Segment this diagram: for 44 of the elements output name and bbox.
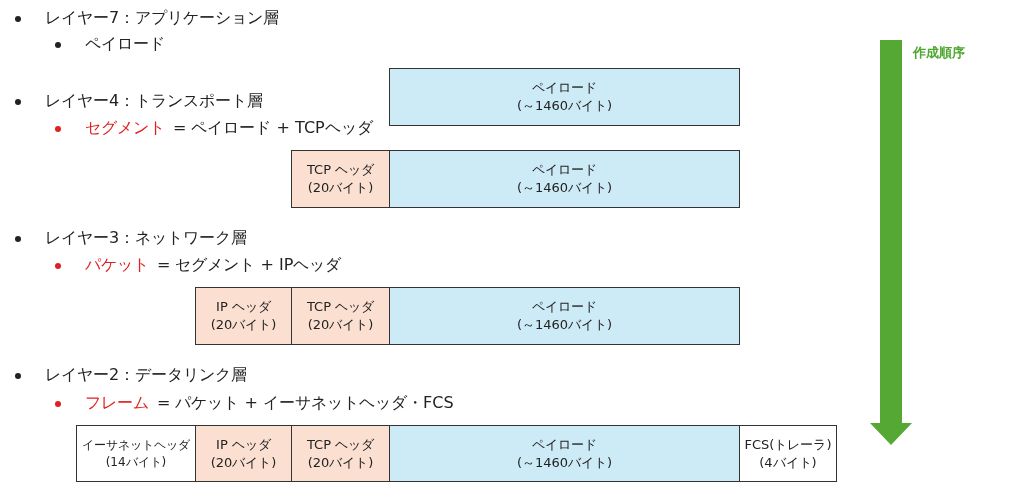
field-text: TCP ヘッダ bbox=[306, 161, 375, 179]
bullet-text: レイヤー4：トランスポート層 bbox=[45, 91, 264, 112]
field-text: (～1460バイト) bbox=[516, 97, 613, 115]
field-box bbox=[291, 425, 390, 482]
field-box bbox=[739, 425, 837, 482]
field-text: (4バイト) bbox=[759, 453, 817, 472]
field-box bbox=[291, 150, 390, 208]
term-text: セグメント bbox=[85, 118, 165, 139]
field-text: (20バイト) bbox=[307, 316, 374, 334]
field-text: ペイロード bbox=[532, 79, 597, 97]
field-text: TCP ヘッダ bbox=[306, 435, 375, 454]
field-text: IP ヘッダ bbox=[216, 435, 271, 454]
field-box bbox=[76, 425, 196, 482]
bullet-text: レイヤー3：ネットワーク層 bbox=[45, 228, 248, 249]
field-text: (～1460バイト) bbox=[516, 316, 613, 334]
field-text: FCS(トレーラ) bbox=[744, 435, 832, 454]
field-text: ペイロード bbox=[532, 298, 597, 316]
term-text: フレーム bbox=[85, 393, 149, 414]
field-box bbox=[291, 287, 390, 345]
field-text: IP ヘッダ bbox=[216, 298, 271, 316]
field-box bbox=[195, 287, 292, 345]
definition-text: = セグメント + IPヘッダ bbox=[157, 255, 342, 276]
field-text: (20バイト) bbox=[307, 453, 374, 472]
field-box bbox=[389, 68, 740, 126]
bullet-text: レイヤー7：アプリケーション層 bbox=[45, 8, 280, 29]
field-box bbox=[389, 287, 740, 345]
order-note: 作成順序 bbox=[913, 44, 965, 62]
field-box bbox=[195, 425, 292, 482]
definition-text: = パケット + イーサネットヘッダ・FCS bbox=[157, 393, 454, 414]
term-text: パケット bbox=[85, 255, 149, 276]
bullet-text: レイヤー2：データリンク層 bbox=[45, 365, 248, 386]
field-text: (20バイト) bbox=[210, 453, 277, 472]
field-text: (～1460バイト) bbox=[516, 453, 613, 472]
field-box bbox=[389, 150, 740, 208]
bullet-text: ペイロード bbox=[85, 34, 165, 55]
definition-text: = ペイロード + TCPヘッダ bbox=[173, 118, 373, 139]
field-text: (～1460バイト) bbox=[516, 179, 613, 197]
field-text: TCP ヘッダ bbox=[306, 298, 375, 316]
field-text: ペイロード bbox=[532, 435, 597, 454]
field-text: ペイロード bbox=[532, 161, 597, 179]
field-text: (20バイト) bbox=[307, 179, 374, 197]
field-text: イーサネットヘッダ(14バイト) bbox=[81, 437, 191, 470]
field-text: (20バイト) bbox=[210, 316, 277, 334]
field-box bbox=[389, 425, 740, 482]
